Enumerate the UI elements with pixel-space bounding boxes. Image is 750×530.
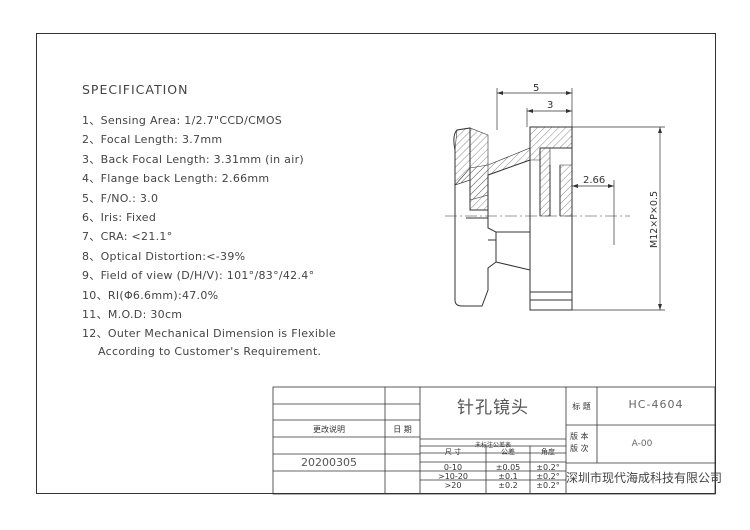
tol-header-angle: 角度: [541, 448, 555, 456]
version-value: A-00: [631, 439, 653, 449]
tol-cell: 0-10: [443, 463, 463, 472]
spec-item: 9、Field of view (D/H/V): 101°/83°/42.4°: [82, 269, 315, 283]
tol-cell: ±0.1: [498, 472, 518, 481]
drawing-frame: [36, 33, 716, 494]
dim-overall: 5: [533, 83, 539, 94]
company-name: 深圳市现代海成科技有限公司: [566, 471, 723, 485]
label-version: 版 本 版 次: [570, 432, 589, 453]
tol-cell: ±0.2: [498, 481, 518, 490]
date-label: 日 期: [393, 425, 412, 434]
change-note-label: 更改说明: [313, 425, 345, 434]
spec-item: 10、RI(Φ6.6mm):47.0%: [82, 288, 219, 302]
date-value: 20200305: [301, 456, 357, 469]
spec-item: 7、CRA: <21.1°: [82, 230, 173, 244]
title-block-grid: [272, 386, 716, 495]
section-hatching: [454, 126, 573, 217]
spec-item: 6、Iris: Fixed: [82, 210, 157, 224]
tol-cell: >20: [444, 481, 462, 490]
spec-item: According to Customer's Requirement.: [98, 344, 322, 358]
spec-item: 1、Sensing Area: 1/2.7"CCD/CMOS: [82, 114, 283, 127]
spec-item: 8、Optical Distortion:<-39%: [82, 249, 246, 263]
spec-list: 1、Sensing Area: 1/2.7"CCD/CMOS 2、Focal L…: [82, 112, 336, 364]
tol-cell: ±0.2°: [536, 472, 560, 481]
model-number: HC-4604: [628, 398, 684, 411]
tol-cell: ±0.05: [495, 463, 521, 472]
spec-item: 3、Back Focal Length: 3.31mm (in air): [82, 152, 304, 166]
dim-thread: M12×P×0.5: [649, 191, 660, 248]
tol-cell: ±0.2°: [536, 481, 560, 490]
dim-partial: 3: [547, 100, 553, 111]
spec-item: 5、F/NO.: 3.0: [82, 191, 159, 205]
tol-cell: ±0.2°: [536, 463, 560, 472]
product-name: 针孔镜头: [457, 398, 529, 418]
spec-item: 11、M.O.D: 30cm: [82, 307, 183, 321]
spec-item: 2、Focal Length: 3.7mm: [82, 133, 223, 147]
tol-header-size: 尺 寸: [444, 448, 462, 456]
spec-title: SPECIFICATION: [82, 82, 189, 97]
tolerance-title: 未标注公差表: [474, 442, 511, 449]
dimension-lines: [496, 88, 665, 311]
spec-item: 4、Flange back Length: 2.66mm: [82, 172, 270, 186]
tol-cell: >10-20: [438, 472, 468, 481]
label-title: 标 题: [572, 402, 591, 411]
tol-header-tolerance: 公差: [501, 448, 515, 456]
dim-flange: 2.66: [583, 175, 605, 186]
spec-item: 12、Outer Mechanical Dimension is Flexibl…: [82, 327, 336, 341]
dimension-arrows: [497, 91, 662, 310]
